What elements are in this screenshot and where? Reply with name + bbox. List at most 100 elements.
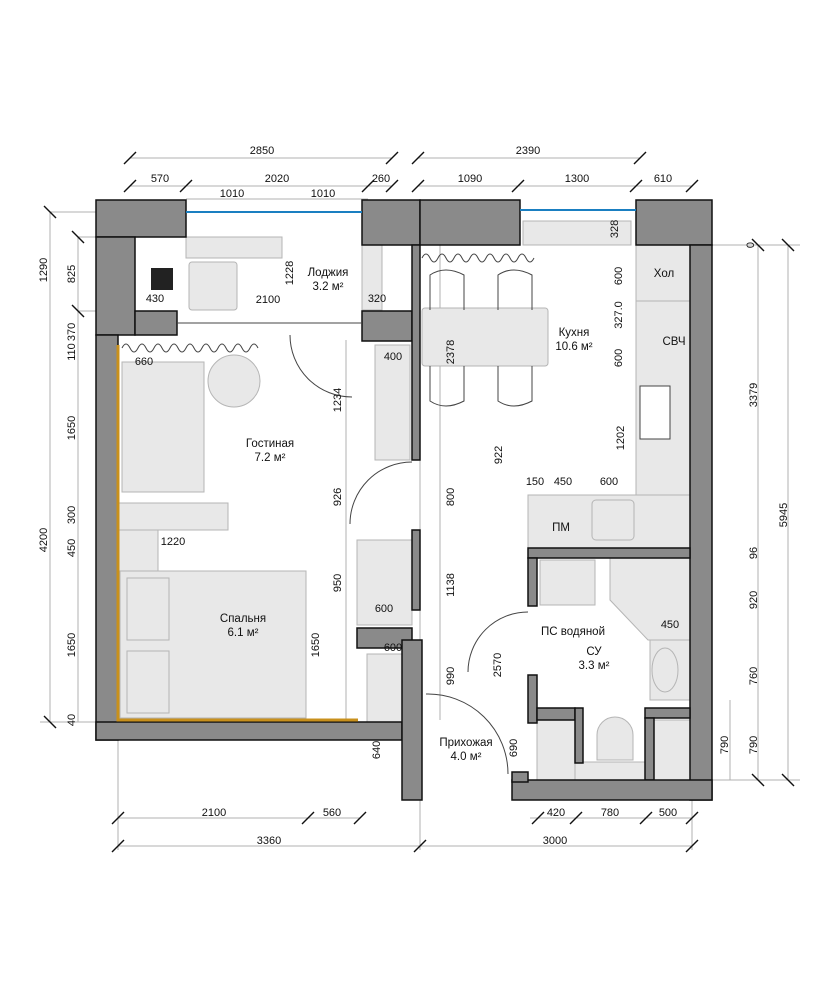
dimension-label: 300 — [66, 506, 78, 524]
room-area-bedroom: 6.1 м² — [228, 627, 259, 639]
armchair — [188, 261, 238, 311]
walls — [95, 199, 713, 801]
utility-cabinet — [536, 719, 576, 781]
dimension-label: 327.0 — [613, 301, 625, 329]
dimension-label: 370 — [66, 323, 78, 341]
room-area-living: 7.2 м² — [255, 452, 286, 464]
loggia-door — [289, 334, 353, 398]
dimension-label: 990 — [445, 667, 457, 685]
pillow — [126, 650, 170, 714]
bathroom-door — [467, 611, 529, 673]
room-name-living: Гостиная — [246, 438, 294, 450]
washbasin — [651, 647, 679, 693]
dimension-label: 1090 — [458, 173, 482, 185]
dimension-label: 3360 — [257, 835, 281, 847]
dimension-label: 1010 — [311, 188, 335, 200]
dimension-label: 610 — [654, 173, 672, 185]
dimension-label: 790 — [748, 736, 760, 754]
wardrobe-low — [117, 529, 159, 573]
dimension-label: 5945 — [778, 503, 790, 527]
wardrobe — [374, 344, 411, 461]
room-area-kitchen: 10.6 м² — [555, 341, 592, 353]
room-name-bathroom: СУ — [586, 646, 602, 658]
dimension-labels: 2850 2390 570 2020 260 1090 1300 610 101… — [38, 145, 790, 847]
dimension-label: 40 — [66, 714, 78, 726]
entrance-door — [425, 693, 509, 775]
dining-chairs — [429, 269, 533, 407]
dimension-label: 1650 — [310, 633, 322, 657]
living-door — [349, 461, 413, 525]
dimension-label: 950 — [332, 574, 344, 592]
dimension-label: 790 — [719, 736, 731, 754]
hall-wardrobe — [356, 539, 413, 626]
dimension-label: 2570 — [492, 653, 504, 677]
room-name-kitchen: Кухня — [559, 327, 590, 339]
dimension-label: 4200 — [38, 528, 50, 552]
boiler — [653, 719, 691, 781]
washing-machine — [539, 559, 596, 606]
dimension-label: 1290 — [38, 258, 50, 282]
dimension-label: 260 — [372, 173, 390, 185]
tv-unit — [151, 268, 173, 290]
dimension-label: 2100 — [202, 807, 226, 819]
dimension-label: 570 — [151, 173, 169, 185]
dimension-label: 600 — [375, 603, 393, 615]
dimension-label: 600 — [613, 349, 625, 367]
toilet — [596, 716, 634, 761]
room-area-hallway: 4.0 м² — [451, 751, 482, 763]
sofa — [121, 361, 205, 493]
room-name-bedroom: Спальня — [220, 613, 266, 625]
dimension-label: 560 — [323, 807, 341, 819]
dimension-label: 1202 — [615, 426, 627, 450]
dimension-label: 328 — [609, 220, 621, 238]
dimension-label: 825 — [66, 265, 78, 283]
dimension-label: 600 — [613, 267, 625, 285]
dimension-label: 1650 — [66, 416, 78, 440]
pillow — [126, 577, 170, 641]
room-name-loggia: Лоджия — [308, 267, 349, 279]
desk — [117, 502, 229, 531]
kitchen-curtain — [421, 253, 535, 263]
dining-table — [421, 307, 549, 367]
dimension-label: 1234 — [332, 388, 344, 412]
room-name-hallway: Прихожая — [439, 737, 492, 749]
dimension-label: 500 — [659, 807, 677, 819]
doors — [289, 334, 529, 775]
microwave-label: СВЧ — [662, 336, 685, 348]
fridge-label: Хол — [654, 268, 674, 280]
dimension-label: 780 — [601, 807, 619, 819]
dimension-label: 2100 — [256, 294, 280, 306]
dimension-label: 760 — [748, 667, 760, 685]
dimension-label: 922 — [493, 446, 505, 464]
dimension-label: 0 — [745, 242, 757, 248]
dimension-label: 450 — [554, 476, 572, 488]
dimension-label: 450 — [66, 539, 78, 557]
dishwasher-label: ПМ — [552, 522, 570, 534]
dimension-label: 640 — [371, 741, 383, 759]
dimension-label: 150 — [526, 476, 544, 488]
dimension-label: 600 — [600, 476, 618, 488]
dimension-label: 3000 — [543, 835, 567, 847]
furniture — [117, 220, 691, 781]
dimension-label: 2378 — [445, 340, 457, 364]
dimension-label: 920 — [748, 591, 760, 609]
dimension-label: 420 — [547, 807, 565, 819]
cooktop — [639, 385, 671, 440]
dimension-lines — [40, 157, 800, 850]
dimension-label: 660 — [135, 356, 153, 368]
dimension-label: 1228 — [284, 261, 296, 285]
heated-rail-label: ПС водяной — [541, 626, 605, 638]
radiator — [522, 220, 632, 246]
dimension-label: 926 — [332, 488, 344, 506]
baseboard-trim — [116, 345, 358, 722]
dimension-label: 110 — [66, 343, 78, 361]
dimension-label: 690 — [508, 739, 520, 757]
dimension-label: 320 — [368, 293, 386, 305]
room-area-loggia: 3.2 м² — [313, 281, 344, 293]
dimension-ticks — [43, 151, 795, 853]
dimension-label: 600 — [384, 642, 402, 654]
dimension-label: 800 — [445, 488, 457, 506]
dimension-label: 450 — [661, 619, 679, 631]
dimension-label: 1138 — [445, 573, 457, 597]
